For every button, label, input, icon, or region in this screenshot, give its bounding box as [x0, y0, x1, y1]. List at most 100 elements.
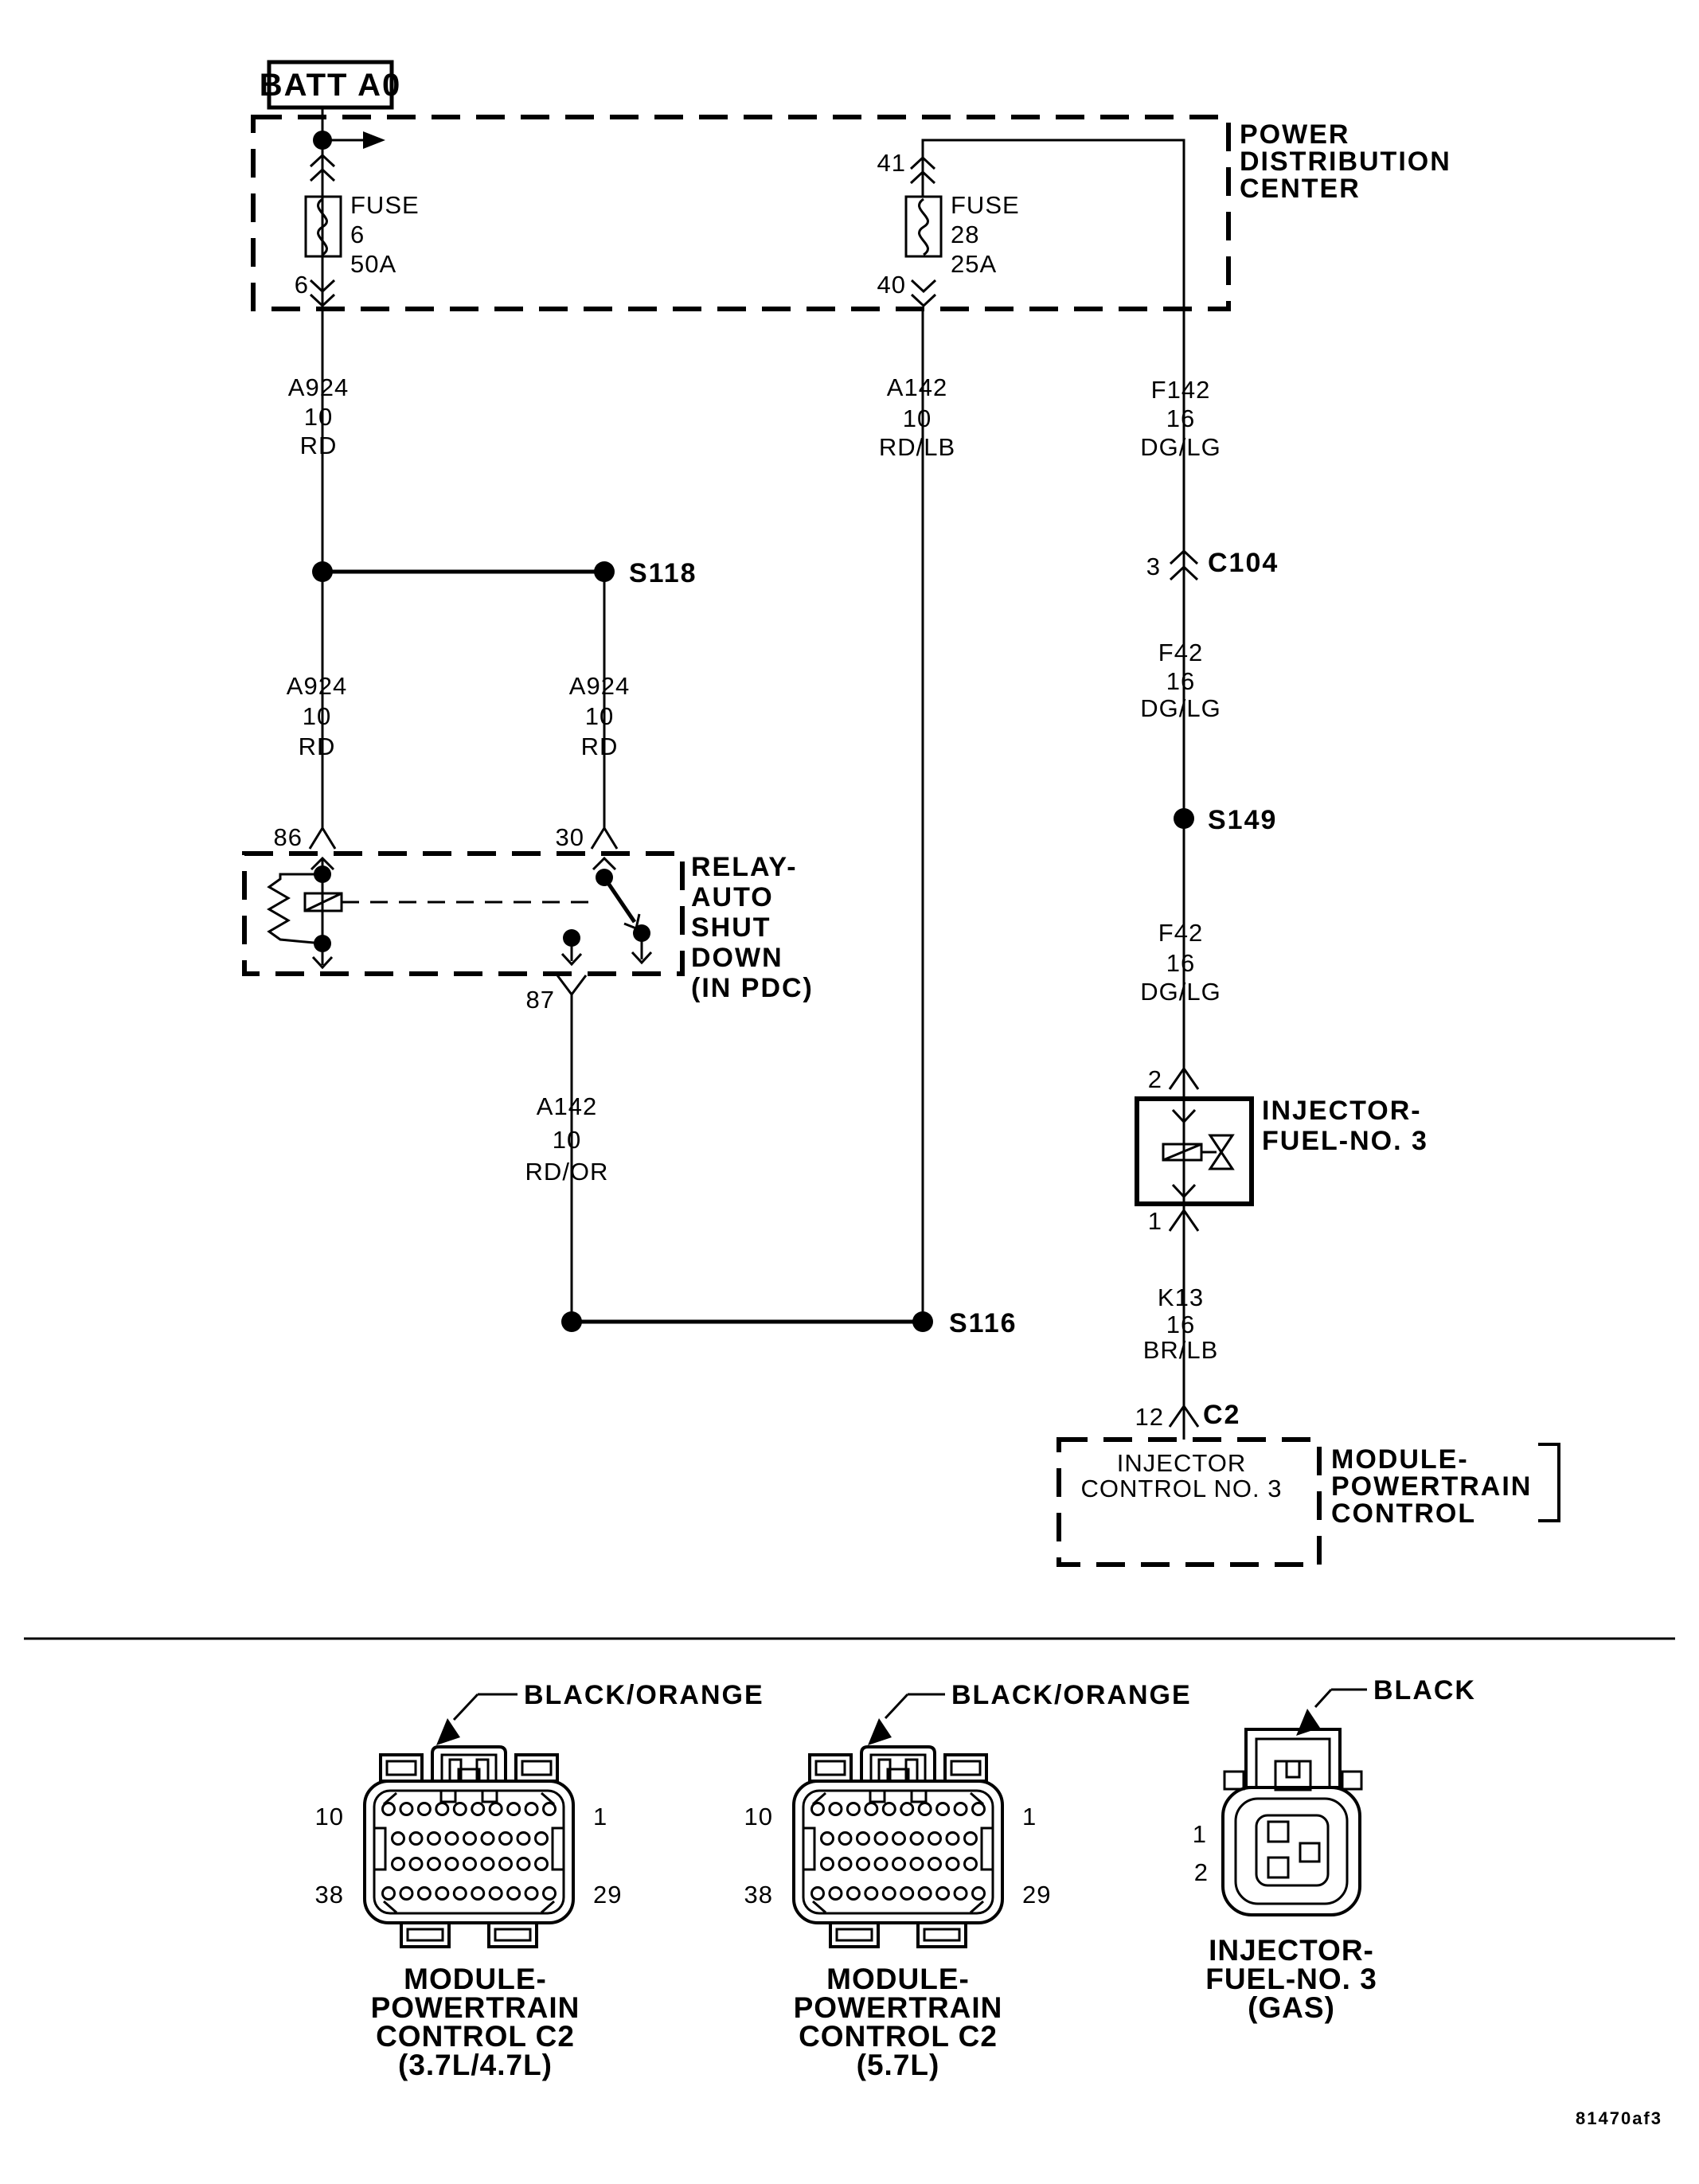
battery-feed: BATT A0	[260, 60, 401, 110]
svg-text:10: 10	[585, 702, 614, 730]
conn3-pin-1: 1	[1193, 1820, 1207, 1848]
conn1-callout: BLACK/ORANGE	[436, 1680, 763, 1745]
relay-pin87-label: 87	[526, 986, 555, 1014]
pcm-connector-view-1	[363, 1745, 575, 1948]
relay-pin86-label: 86	[274, 823, 303, 851]
fuse28-number: 28	[951, 221, 979, 248]
svg-text:POWERTRAIN: POWERTRAIN	[1331, 1471, 1532, 1502]
svg-text:FUEL-NO. 3: FUEL-NO. 3	[1262, 1126, 1428, 1156]
svg-text:POWER: POWER	[1240, 119, 1349, 150]
pdc-box	[251, 115, 1231, 311]
pcm-connector-view-2	[792, 1745, 1004, 1948]
callout-arrow	[436, 1718, 460, 1745]
wire-f42-lower-label: F42 16 DG/LG	[1140, 919, 1220, 1006]
injector-connector-view	[1221, 1728, 1363, 1916]
batt-label: BATT A0	[260, 68, 401, 103]
svg-text:INJECTOR-: INJECTOR-	[1209, 1934, 1374, 1967]
svg-text:CONTROL C2: CONTROL C2	[376, 2020, 575, 2053]
svg-text:BR/LB: BR/LB	[1143, 1336, 1219, 1364]
conn1-pin-38: 38	[315, 1881, 344, 1909]
conn1-pin-1: 1	[593, 1803, 607, 1830]
svg-text:16: 16	[1166, 949, 1195, 977]
connector-chevron	[309, 153, 336, 168]
batt-feed-wire	[309, 107, 385, 572]
relay-switch-arm	[602, 876, 637, 924]
terminal-cavity	[1267, 1820, 1290, 1843]
feed-arrow	[363, 131, 385, 149]
svg-text:(IN PDC): (IN PDC)	[691, 973, 814, 1003]
svg-text:CONTROL NO. 3: CONTROL NO. 3	[1081, 1475, 1283, 1502]
conn3-callout: BLACK	[1296, 1675, 1474, 1736]
wire-f42-upper-label: F42 16 DG/LG	[1140, 639, 1220, 722]
svg-text:(GAS): (GAS)	[1248, 1991, 1335, 2024]
svg-text:CONTROL C2: CONTROL C2	[799, 2020, 998, 2053]
connector-chevron	[309, 167, 336, 182]
conn1-caption: MODULE- POWERTRAIN CONTROL C2 (3.7L/4.7L…	[371, 1963, 580, 2081]
svg-text:RD/OR: RD/OR	[525, 1158, 609, 1186]
conn1-pin-29: 29	[593, 1881, 622, 1909]
fuse28-exit	[910, 279, 937, 308]
svg-text:MODULE-: MODULE-	[404, 1963, 547, 1995]
wire-a142-mid-label: A142 10 RD/LB	[879, 373, 955, 461]
svg-text:MODULE-: MODULE-	[1331, 1444, 1469, 1475]
svg-text:16: 16	[1166, 1311, 1195, 1338]
conn1-pin-10: 10	[315, 1803, 344, 1830]
fuse28-pin-top: 41	[877, 149, 906, 177]
injector-pin2-connector	[1168, 1066, 1200, 1090]
svg-text:10: 10	[903, 404, 932, 432]
svg-text:16: 16	[1166, 404, 1195, 432]
conn2-seal-color: BLACK/ORANGE	[951, 1680, 1192, 1710]
svg-text:RD: RD	[300, 432, 338, 459]
conn2-pin-38: 38	[744, 1881, 773, 1909]
terminal-cavity	[1267, 1856, 1290, 1879]
wire-k13-label: K13 16 BR/LB	[1143, 1283, 1219, 1364]
svg-text:MODULE-: MODULE-	[826, 1963, 970, 1995]
fuse6-pin-bottom: 6	[295, 271, 309, 299]
conn2-caption: MODULE- POWERTRAIN CONTROL C2 (5.7L)	[794, 1963, 1002, 2081]
splice-s149-dot	[1174, 808, 1194, 829]
svg-text:(3.7L/4.7L): (3.7L/4.7L)	[398, 2049, 553, 2081]
svg-text:A142: A142	[537, 1092, 597, 1120]
svg-text:F42: F42	[1158, 919, 1203, 947]
svg-text:A924: A924	[569, 672, 630, 700]
svg-text:CONTROL: CONTROL	[1331, 1498, 1476, 1529]
svg-text:RELAY-: RELAY-	[691, 852, 798, 882]
svg-text:DG/LG: DG/LG	[1140, 433, 1221, 461]
fuse28-label: FUSE	[951, 191, 1020, 219]
svg-text:AUTO: AUTO	[691, 882, 774, 912]
terminal-cavity	[1299, 1842, 1321, 1863]
svg-text:RD: RD	[581, 733, 619, 760]
splice-s116-label: S116	[949, 1308, 1017, 1338]
fuse6-symbol	[304, 195, 342, 258]
document-id: 81470af3	[1576, 2108, 1662, 2128]
svg-text:CENTER: CENTER	[1240, 174, 1361, 204]
svg-text:SHUT: SHUT	[691, 912, 771, 943]
conn2-pin-10: 10	[744, 1803, 773, 1830]
pcm-label-bracket	[1538, 1443, 1560, 1522]
fuse28-symbol	[904, 195, 943, 258]
relay-label: RELAY- AUTO SHUT DOWN (IN PDC)	[691, 852, 814, 1003]
fuse6-number: 6	[350, 221, 365, 248]
svg-text:FUEL-NO. 3: FUEL-NO. 3	[1205, 1963, 1377, 1995]
fuse28-branch-wire	[909, 139, 1185, 549]
splice-s116-dot	[912, 1311, 933, 1332]
svg-text:A142: A142	[887, 373, 947, 401]
callout-arrow	[1296, 1709, 1320, 1736]
svg-text:A924: A924	[288, 373, 349, 401]
svg-text:DISTRIBUTION: DISTRIBUTION	[1240, 147, 1451, 177]
svg-text:INJECTOR-: INJECTOR-	[1262, 1096, 1422, 1126]
svg-text:RD: RD	[299, 733, 336, 760]
svg-text:DOWN: DOWN	[691, 943, 783, 973]
fuse6-label: FUSE	[350, 191, 420, 219]
fuse28-pin-bottom: 40	[877, 271, 906, 299]
svg-text:16: 16	[1166, 667, 1195, 695]
injector-pin2-label: 2	[1148, 1065, 1162, 1093]
svg-text:10: 10	[304, 403, 333, 431]
wire-a142-relay-label: A142 10 RD/OR	[525, 1092, 609, 1186]
fuse6-amps: 50A	[350, 250, 396, 278]
svg-text:F42: F42	[1158, 639, 1203, 666]
relay-pin87-connector	[556, 975, 588, 997]
svg-text:K13: K13	[1158, 1283, 1204, 1311]
